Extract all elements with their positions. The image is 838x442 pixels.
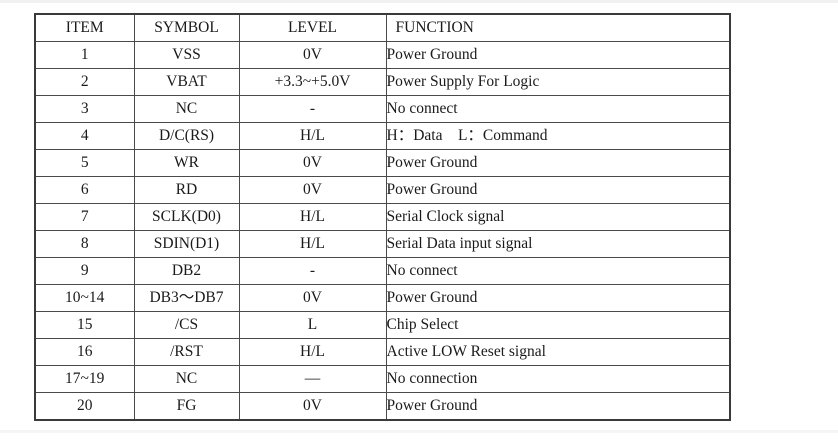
- cell-item: 6: [34, 176, 135, 204]
- cell-symbol: VSS: [133, 41, 240, 69]
- cell-level: L: [238, 311, 387, 339]
- cell-level: -: [238, 95, 387, 123]
- cell-function: No connect: [385, 95, 731, 123]
- cell-level: 0V: [238, 284, 387, 312]
- cell-level: 0V: [238, 149, 387, 177]
- column-header-symbol: SYMBOL: [133, 13, 240, 42]
- table-header: ITEM SYMBOL LEVEL FUNCTION: [34, 13, 731, 42]
- cell-item: 5: [34, 149, 135, 177]
- cell-symbol: FG: [133, 392, 240, 421]
- cell-function: No connect: [385, 257, 731, 285]
- table-header-row: ITEM SYMBOL LEVEL FUNCTION: [34, 13, 731, 42]
- cell-function: Power Ground: [385, 41, 731, 69]
- page-bottom-artifact: [0, 430, 838, 433]
- cell-item: 2: [34, 68, 135, 96]
- column-header-function: FUNCTION: [385, 13, 731, 42]
- page-top-artifact: [0, 0, 838, 3]
- cell-function: Chip Select: [385, 311, 731, 339]
- cell-function: Serial Data input signal: [385, 230, 731, 258]
- cell-symbol: D/C(RS): [133, 122, 240, 150]
- cell-item: 7: [34, 203, 135, 231]
- cell-level: —: [238, 365, 387, 393]
- cell-level: H/L: [238, 203, 387, 231]
- cell-symbol: NC: [133, 365, 240, 393]
- cell-item: 17~19: [34, 365, 135, 393]
- cell-level: 0V: [238, 392, 387, 421]
- cell-function: H：Data L：Command: [385, 122, 731, 150]
- cell-level: H/L: [238, 230, 387, 258]
- cell-symbol: VBAT: [133, 68, 240, 96]
- cell-function: Power Ground: [385, 149, 731, 177]
- cell-symbol: DB3～DB7: [133, 284, 240, 312]
- cell-level: 0V: [238, 176, 387, 204]
- cell-symbol: /CS: [133, 311, 240, 339]
- cell-item: 16: [34, 338, 135, 366]
- cell-function: Power Ground: [385, 392, 731, 421]
- cell-item: 8: [34, 230, 135, 258]
- cell-level: H/L: [238, 122, 387, 150]
- cell-function: Serial Clock signal: [385, 203, 731, 231]
- cell-function: Power Ground: [385, 284, 731, 312]
- cell-level: -: [238, 257, 387, 285]
- cell-function: Active LOW Reset signal: [385, 338, 731, 366]
- cell-item: 9: [34, 257, 135, 285]
- cell-function: Power Supply For Logic: [385, 68, 731, 96]
- cell-symbol: WR: [133, 149, 240, 177]
- cell-symbol: NC: [133, 95, 240, 123]
- cell-item: 3: [34, 95, 135, 123]
- cell-symbol: DB2: [133, 257, 240, 285]
- cell-symbol: SDIN(D1): [133, 230, 240, 258]
- column-header-level: LEVEL: [238, 13, 387, 42]
- cell-item: 4: [34, 122, 135, 150]
- cell-symbol: RD: [133, 176, 240, 204]
- cell-function: Power Ground: [385, 176, 731, 204]
- cell-symbol: /RST: [133, 338, 240, 366]
- cell-item: 1: [34, 41, 135, 69]
- cell-level: 0V: [238, 41, 387, 69]
- cell-item: 20: [34, 392, 135, 421]
- cell-item: 15: [34, 311, 135, 339]
- cell-level: H/L: [238, 338, 387, 366]
- cell-function: No connection: [385, 365, 731, 393]
- cell-item: 10~14: [34, 284, 135, 312]
- cell-symbol: SCLK(D0): [133, 203, 240, 231]
- cell-level: +3.3~+5.0V: [238, 68, 387, 96]
- column-header-item: ITEM: [34, 13, 135, 42]
